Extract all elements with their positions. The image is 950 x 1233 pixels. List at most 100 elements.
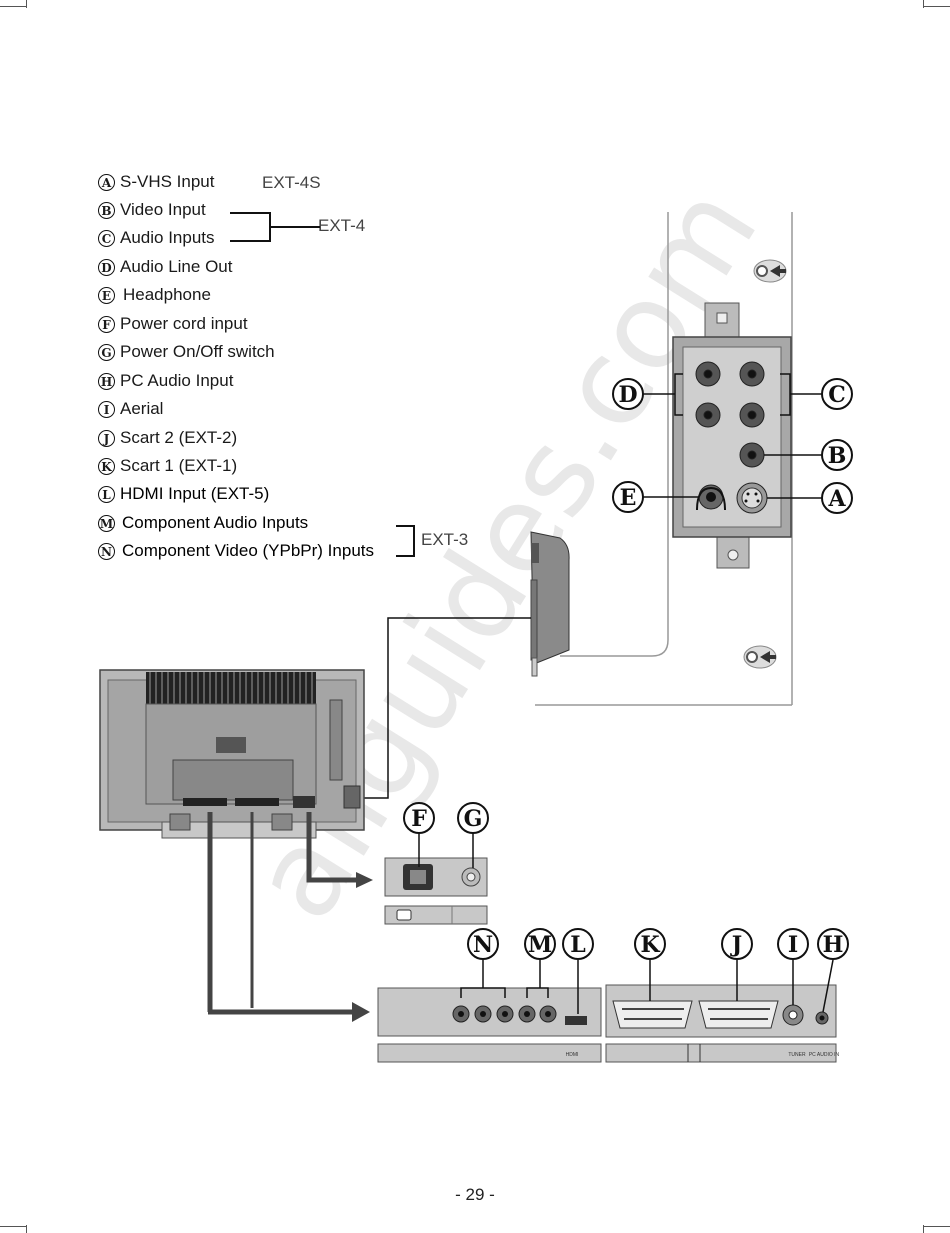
badge-j: J	[98, 429, 115, 447]
legend-label-g: Power On/Off switch	[120, 342, 275, 361]
svg-text:D: D	[618, 382, 637, 408]
svg-text:N: N	[473, 932, 493, 958]
svg-text:HDMI: HDMI	[566, 1052, 579, 1058]
ext-4s-label: EXT-4S	[262, 173, 321, 192]
legend-item-l: L HDMI Input (EXT-5)	[98, 482, 269, 506]
side-letter-d: D	[612, 378, 644, 410]
ext-4-label: EXT-4	[318, 216, 366, 235]
badge-d: D	[98, 258, 115, 276]
crop-mark-tl-v	[26, 0, 27, 8]
crop-mark-br-h	[924, 1226, 950, 1227]
legend-label-h: PC Audio Input	[120, 371, 234, 390]
badge-l: L	[98, 485, 115, 503]
svg-text:TUNER: TUNER	[788, 1052, 806, 1058]
legend-item-c: C Audio Inputs	[98, 226, 215, 250]
legend-label-m: Component Audio Inputs	[122, 513, 309, 532]
crop-mark-bl-v	[26, 1225, 27, 1233]
legend-label-j: Scart 2 (EXT-2)	[120, 428, 238, 447]
legend-label-k: Scart 1 (EXT-1)	[120, 456, 238, 475]
side-letter-b: B	[821, 439, 853, 471]
svg-text:B: B	[828, 443, 847, 469]
crop-mark-tl-h	[0, 6, 26, 7]
side-panel-outline	[535, 212, 793, 706]
svg-text:H: H	[823, 932, 844, 958]
rear-connector-arrow	[207, 812, 370, 1022]
svg-text:L: L	[570, 932, 585, 958]
legend-item-a: A S-VHS Input	[98, 170, 215, 194]
side-connector-panel	[672, 302, 792, 569]
svg-text:F: F	[411, 806, 427, 832]
tv-back	[99, 669, 365, 839]
crop-mark-tr-h	[924, 6, 950, 7]
legend-item-m: M Component Audio Inputs	[98, 511, 308, 535]
badge-h: H	[98, 372, 115, 390]
power-panel	[384, 857, 488, 925]
legend-item-j: J Scart 2 (EXT-2)	[98, 426, 237, 450]
rear-panel-right: TUNER PC AUDIO IN	[605, 984, 840, 1063]
legend-item-d: D Audio Line Out	[98, 255, 232, 279]
side-to-back-line	[362, 617, 531, 799]
svg-text:I: I	[788, 932, 798, 958]
svg-text:G: G	[464, 806, 483, 832]
legend-label-e: Headphone	[123, 285, 211, 304]
side-arrow-icon-top	[753, 259, 787, 283]
power-letter-g: G	[457, 802, 489, 834]
legend-label-i: Aerial	[120, 399, 164, 418]
legend-item-e: E Headphone	[98, 283, 211, 307]
badge-m: M	[98, 514, 115, 532]
badge-a: A	[98, 173, 115, 191]
side-letter-a: A	[821, 482, 853, 514]
badge-k: K	[98, 457, 115, 475]
badge-c: C	[98, 229, 115, 247]
tv-side-profile	[530, 531, 570, 677]
badge-b: B	[98, 201, 115, 219]
legend-item-i: I Aerial	[98, 397, 163, 421]
ext-3-bracket	[396, 525, 415, 557]
page-number: - 29 -	[455, 1185, 495, 1204]
svg-text:K: K	[640, 932, 660, 958]
rear-panel-left: HDMI	[377, 987, 602, 1063]
legend-item-n: N Component Video (YPbPr) Inputs	[98, 539, 374, 563]
ext-3-label: EXT-3	[421, 530, 469, 549]
svg-text:M: M	[528, 932, 552, 958]
svg-text:C: C	[828, 382, 846, 408]
crop-mark-bl-h	[0, 1226, 26, 1227]
svg-text:E: E	[620, 485, 637, 511]
legend-label-l: HDMI Input (EXT-5)	[120, 484, 270, 503]
crop-mark-br-v	[923, 1225, 924, 1233]
rear-letter-l: L	[562, 928, 594, 960]
svg-text:A: A	[827, 486, 846, 512]
legend-item-b: B Video Input	[98, 198, 206, 222]
legend-label-n: Component Video (YPbPr) Inputs	[122, 541, 374, 560]
badge-f: F	[98, 315, 115, 333]
legend-label-f: Power cord input	[120, 314, 248, 333]
crop-mark-tr-v	[923, 0, 924, 8]
side-callout-lines	[643, 393, 822, 499]
side-arrow-icon-bottom	[743, 645, 777, 669]
rear-letter-n: N	[467, 928, 499, 960]
side-letter-e: E	[612, 481, 644, 513]
legend-label-c: Audio Inputs	[120, 228, 215, 247]
legend-label-b: Video Input	[120, 200, 206, 219]
legend-label-a: S-VHS Input	[120, 172, 215, 191]
power-arrow	[306, 812, 373, 888]
svg-text:PC AUDIO IN: PC AUDIO IN	[809, 1052, 840, 1058]
badge-n: N	[98, 542, 115, 560]
badge-e: E	[98, 286, 115, 304]
rear-letter-h: H	[817, 928, 849, 960]
rear-letter-i: I	[777, 928, 809, 960]
headphone-jack	[696, 484, 726, 511]
badge-i: I	[98, 400, 115, 418]
rear-letter-m: M	[524, 928, 556, 960]
badge-g: G	[98, 343, 115, 361]
legend-item-f: F Power cord input	[98, 312, 248, 336]
ext-4-bracket	[230, 212, 320, 242]
rear-callout-lines	[460, 959, 834, 1014]
side-letter-c: C	[821, 378, 853, 410]
rear-letter-j: J	[721, 928, 753, 960]
power-letter-f: F	[403, 802, 435, 834]
legend-item-k: K Scart 1 (EXT-1)	[98, 454, 237, 478]
rear-letter-k: K	[634, 928, 666, 960]
svhs-jack	[736, 482, 768, 514]
